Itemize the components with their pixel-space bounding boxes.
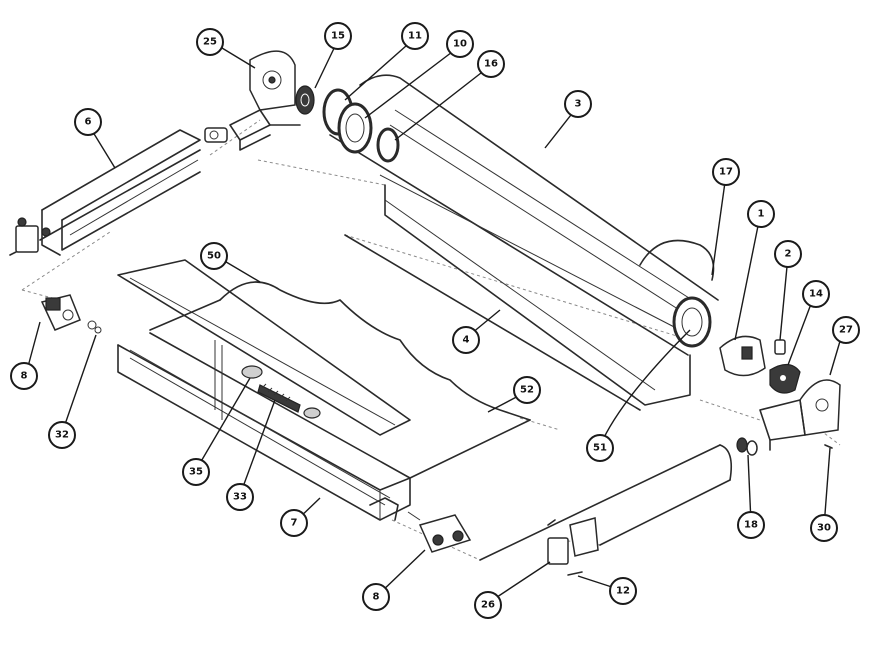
- callout-35-label: 35: [189, 467, 203, 478]
- callout-8-left-label: 8: [21, 371, 28, 382]
- front-rail: [117, 332, 411, 521]
- spool-hub: [295, 85, 315, 115]
- callout-25-label: 25: [203, 37, 217, 48]
- callout-18-label: 18: [744, 520, 758, 531]
- right-end-bracket: [759, 379, 841, 451]
- assembly-guide-lines: [21, 119, 841, 561]
- callout-7: 7: [280, 509, 308, 537]
- callout-10: 10: [446, 30, 474, 58]
- callout-4: 4: [452, 326, 480, 354]
- callout-8-bottom-label: 8: [373, 592, 380, 603]
- callout-51-label: 51: [593, 443, 607, 454]
- callout-18: 18: [737, 511, 765, 539]
- callout-17: 17: [712, 158, 740, 186]
- callout-16: 16: [477, 50, 505, 78]
- callout-15-label: 15: [331, 31, 345, 42]
- callout-1-label: 1: [758, 209, 765, 220]
- callout-10-label: 10: [453, 39, 467, 50]
- right-front-endcap: [407, 511, 472, 553]
- gear-hub: [769, 363, 801, 394]
- callout-33: 33: [226, 483, 254, 511]
- callout-11-label: 11: [408, 31, 422, 42]
- left-end-bracket: [204, 50, 301, 151]
- callout-30-label: 30: [817, 523, 831, 534]
- callout-4-label: 4: [463, 335, 470, 346]
- callout-1: 1: [747, 200, 775, 228]
- callout-26-label: 26: [481, 600, 495, 611]
- callout-8-left: 8: [10, 362, 38, 390]
- callout-8-bottom: 8: [362, 583, 390, 611]
- callout-3: 3: [564, 90, 592, 118]
- callout-25: 25: [196, 28, 224, 56]
- callout-51: 51: [586, 434, 614, 462]
- callout-50: 50: [200, 242, 228, 270]
- right-tube-end: [672, 296, 712, 348]
- callout-6-label: 6: [85, 117, 92, 128]
- left-front-endcap: [40, 294, 102, 334]
- fabric-panel: [344, 184, 691, 411]
- clip-part: [774, 339, 786, 355]
- callout-7-label: 7: [291, 518, 298, 529]
- callout-14-label: 14: [809, 289, 823, 300]
- callout-26: 26: [474, 591, 502, 619]
- leader-lines: [25, 37, 844, 604]
- callouts: 1 2 3 4 6 7 8 8 10 11 12 14 15 16 17 18 …: [10, 22, 860, 619]
- callout-2-label: 2: [785, 249, 792, 260]
- callout-27-label: 27: [839, 325, 853, 336]
- callout-30: 30: [810, 514, 838, 542]
- callout-14: 14: [802, 280, 830, 308]
- callout-50-label: 50: [207, 251, 221, 262]
- callout-12: 12: [609, 577, 637, 605]
- rear-bottom-tube: [479, 444, 733, 576]
- callout-35: 35: [182, 458, 210, 486]
- callout-17-label: 17: [719, 167, 733, 178]
- callout-6: 6: [74, 108, 102, 136]
- callout-27: 27: [832, 316, 860, 344]
- callout-32-label: 32: [55, 430, 69, 441]
- callout-11: 11: [401, 22, 429, 50]
- callout-15: 15: [324, 22, 352, 50]
- callout-16-label: 16: [484, 59, 498, 70]
- end-rings: [322, 88, 400, 163]
- callout-52-label: 52: [520, 385, 534, 396]
- right-small-fittings: [736, 437, 833, 456]
- shade-fabric: [117, 259, 531, 479]
- roller-tube: [329, 74, 719, 356]
- callout-33-label: 33: [233, 492, 247, 503]
- callout-32: 32: [48, 421, 76, 449]
- tension-spring: [241, 365, 321, 419]
- callout-52: 52: [513, 376, 541, 404]
- callout-3-label: 3: [575, 99, 582, 110]
- left-cassette: [9, 129, 201, 256]
- end-cap: [719, 335, 766, 377]
- callout-12-label: 12: [616, 586, 630, 597]
- callout-2: 2: [774, 240, 802, 268]
